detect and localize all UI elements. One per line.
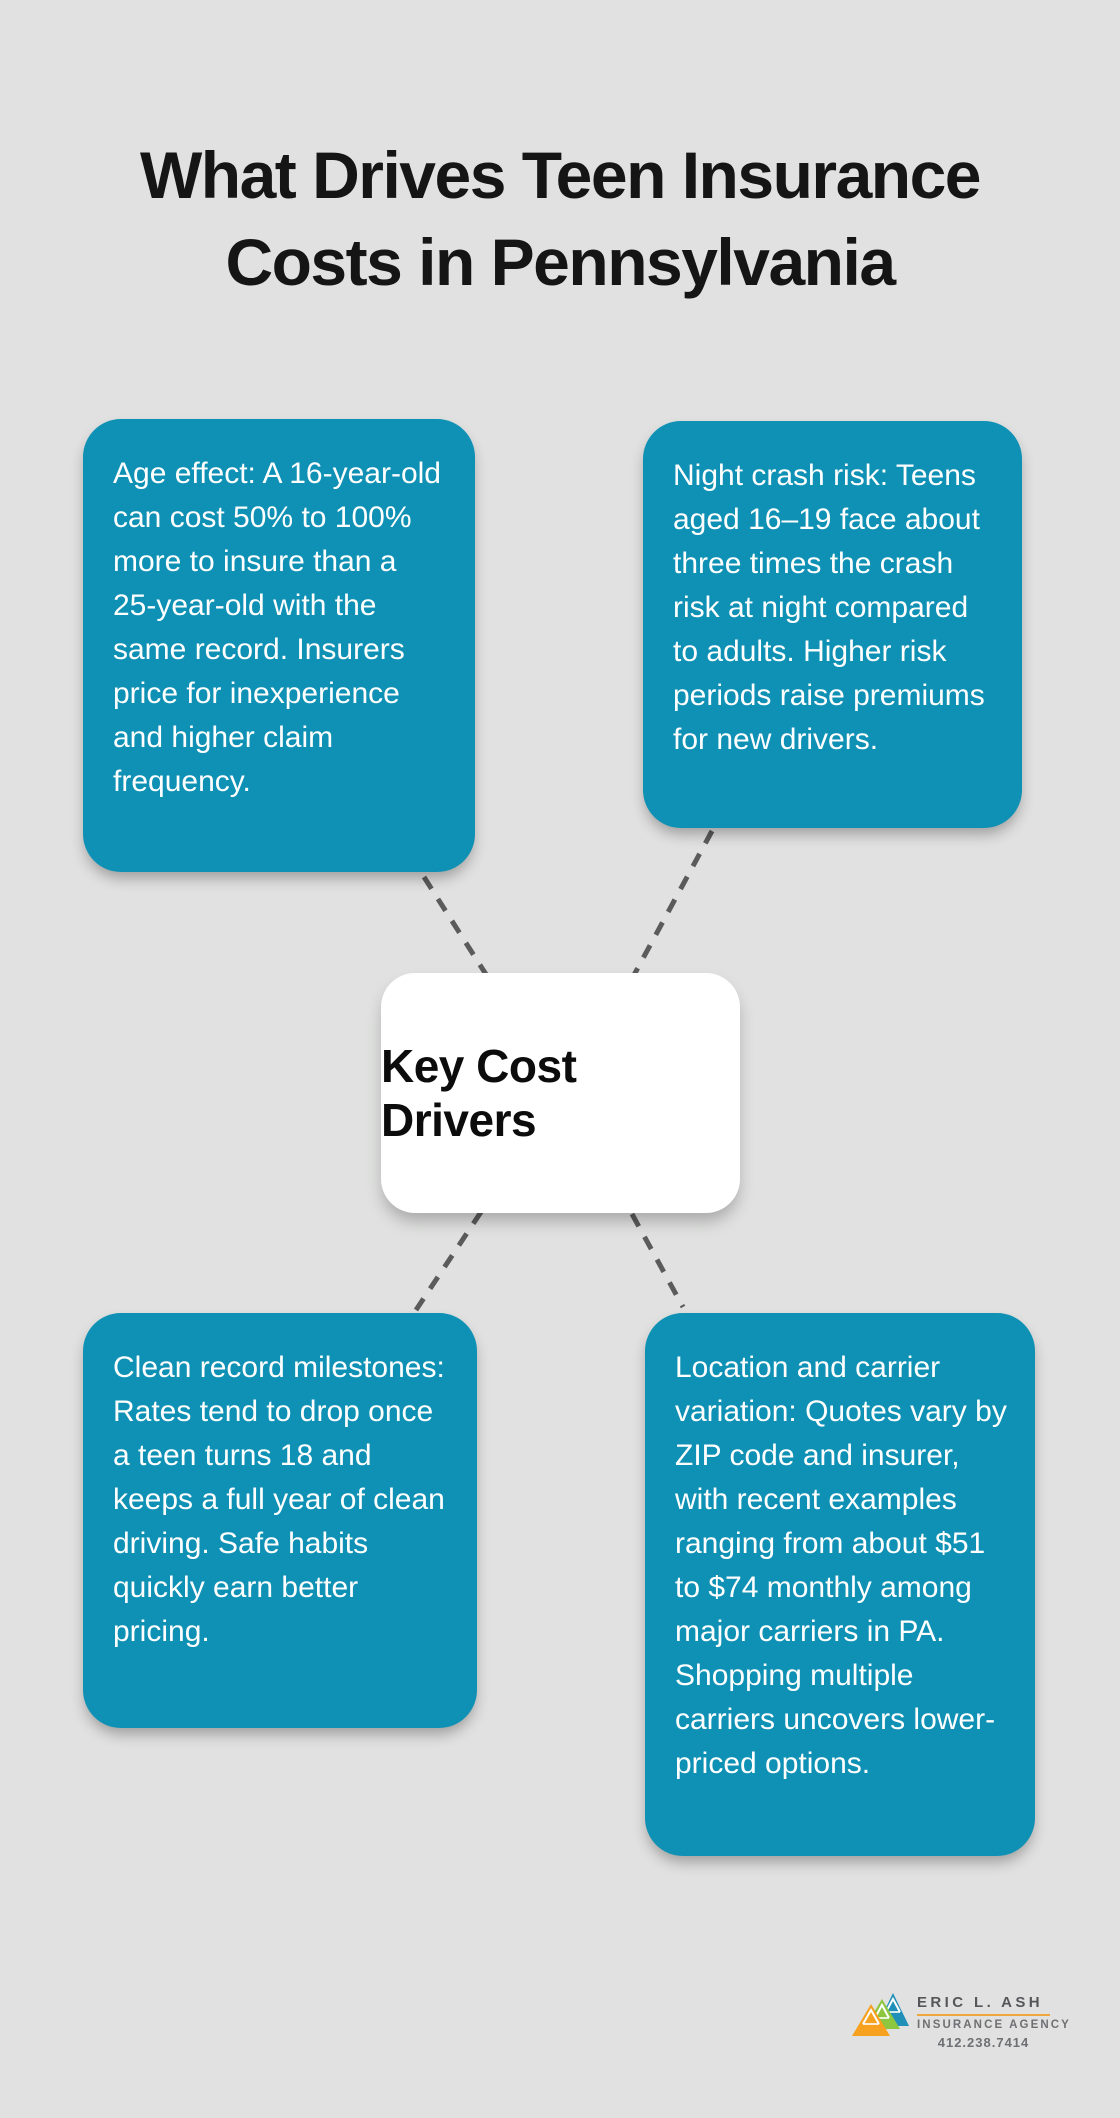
page-title-line-1: What Drives Teen Insurance <box>139 138 982 213</box>
connector-top-right <box>631 829 715 977</box>
connector-bottom-right <box>629 1212 686 1309</box>
node-age-effect-text: Age effect: A 16-year-old can cost 50% t… <box>113 457 441 798</box>
mountains-logo-icon <box>852 1993 909 2036</box>
connector-bottom-left <box>413 1210 484 1312</box>
node-location-carrier-variation: Location and carrier variation: Quotes v… <box>645 1313 1035 1856</box>
center-node: Key Cost Drivers <box>381 973 740 1213</box>
logo-company-name: ERIC L. ASH <box>917 1994 1044 2011</box>
node-night-crash-risk: Night crash risk: Teens aged 16–19 face … <box>643 421 1022 828</box>
center-node-label: Key Cost Drivers <box>381 1040 577 1146</box>
node-clean-record-milestones: Clean record milestones: Rates tend to d… <box>83 1313 477 1728</box>
page-title-line-2: Costs in Pennsylvania <box>225 225 896 300</box>
connector-top-left <box>421 875 490 978</box>
node-night-crash-risk-text: Night crash risk: Teens aged 16–19 face … <box>673 459 985 756</box>
logo-divider <box>917 2014 1050 2016</box>
node-location-carrier-variation-text: Location and carrier variation: Quotes v… <box>675 1351 1007 1780</box>
node-clean-record-milestones-text: Clean record milestones: Rates tend to d… <box>113 1351 445 1648</box>
logo-phone-number: 412.238.7414 <box>937 2035 1030 2050</box>
page-title: What Drives Teen Insurance Costs in Penn… <box>0 132 1120 306</box>
agency-logo: ERIC L. ASH INSURANCE AGENCY 412.238.741… <box>845 1988 1071 2076</box>
node-age-effect: Age effect: A 16-year-old can cost 50% t… <box>83 419 475 872</box>
logo-tagline: INSURANCE AGENCY <box>917 2019 1071 2031</box>
